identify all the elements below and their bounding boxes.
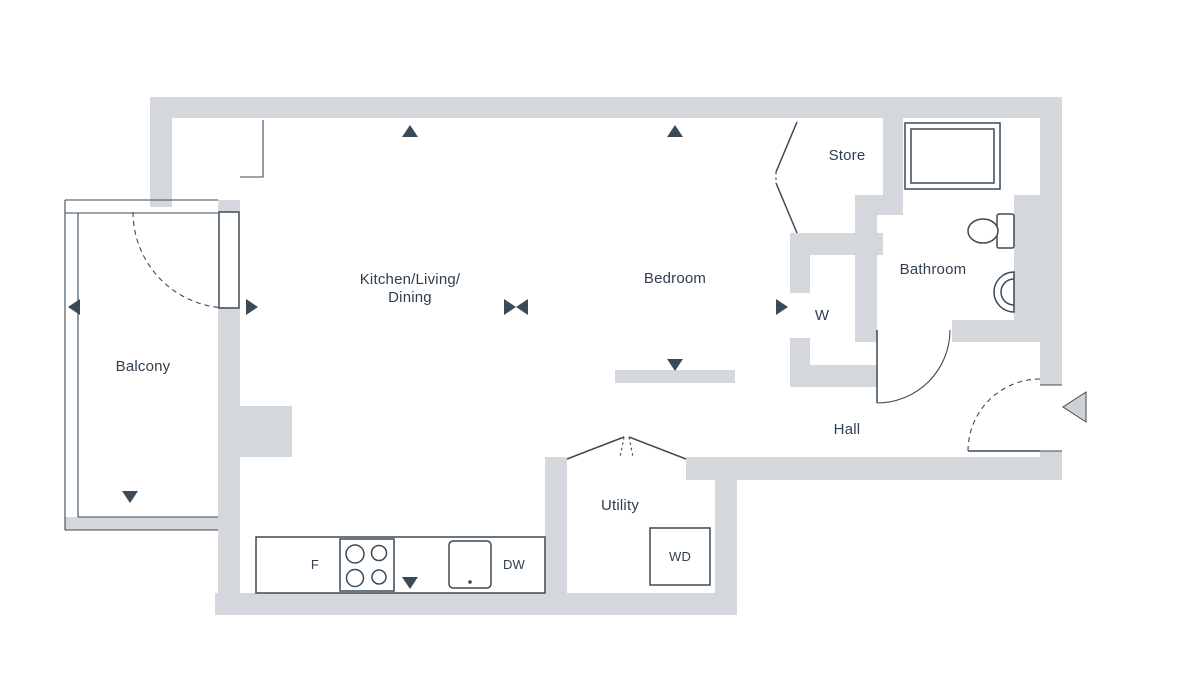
fixtures-layer — [255, 122, 1015, 594]
wall-right-upper — [1040, 97, 1062, 385]
doors-layer — [132, 121, 1062, 460]
store-bifold-door-leaves — [775, 121, 798, 234]
room-label-utility: Utility — [601, 497, 639, 514]
entry-door-jambs — [1040, 384, 1062, 452]
toilet-cistern — [996, 213, 1015, 249]
wall-balcony-bottom-band — [65, 517, 218, 530]
entry-arrow-icon — [1062, 391, 1087, 423]
window-marker-icon-top-kitchen — [402, 125, 418, 137]
window-marker-icon-balcony-door — [246, 299, 258, 315]
window-markers — [68, 125, 1087, 589]
hob-burner — [371, 569, 387, 585]
appliance-label-dishwasher: DW — [503, 557, 526, 572]
basin-icon — [993, 271, 1015, 313]
window-marker-icon-balcony-left — [68, 299, 80, 315]
dishwasher-outline — [448, 540, 492, 589]
balcony-outline — [64, 120, 264, 531]
toilet-bowl — [967, 218, 999, 244]
basin-outer — [993, 271, 1015, 313]
room-label-kitchen-line1: Kitchen/Living/ — [360, 271, 461, 288]
utility-double-door-leaves — [566, 436, 687, 460]
window-marker-icon-kitchen-center-right — [504, 299, 516, 315]
room-label-balcony: Balcony — [116, 358, 171, 375]
shower-icon — [904, 122, 1001, 190]
room-label-hall: Hall — [834, 421, 861, 438]
window-marker-icon-kitchen-counter — [402, 577, 418, 589]
room-label-bedroom: Bedroom — [644, 270, 706, 287]
bathroom-door-swing-arc — [876, 329, 951, 404]
wall-bathroom-service-strip — [1014, 195, 1040, 320]
window-marker-icon-kitchen-center-left — [516, 299, 528, 315]
wall-west-upper-stub — [218, 200, 240, 212]
appliance-label-washer-dryer: WD — [669, 549, 691, 564]
hob-frame — [339, 538, 395, 592]
hob-burner — [345, 544, 365, 564]
wall-hall-bottom — [737, 457, 1062, 480]
wall-utility-top-right — [686, 457, 737, 480]
window-marker-icon-top-bedroom — [667, 125, 683, 137]
wall-utility-right — [715, 457, 737, 615]
kitchen-corner-step-line — [240, 120, 264, 178]
basin-inner — [1000, 278, 1015, 306]
hob-icon — [339, 538, 395, 592]
window-marker-icon-balcony-bottom — [122, 491, 138, 503]
room-label-kitchen-line2: Dining — [388, 289, 432, 306]
hob-burner — [370, 544, 388, 562]
wall-wardrobe-left-upper — [790, 255, 810, 293]
window-marker-icon-bedroom-stub — [667, 359, 683, 371]
balcony-balustrade-lines — [64, 199, 218, 531]
dishwasher-icon — [448, 540, 492, 589]
shower-tray-outer — [904, 122, 1001, 190]
kitchen-counter — [255, 536, 546, 594]
utility-door-swing-ticks — [619, 436, 634, 458]
wall-top — [150, 97, 1062, 118]
wall-bathroom-bottom-right — [952, 320, 1040, 342]
room-label-wardrobe: W — [815, 307, 830, 324]
entry-door-swing-arc — [967, 378, 1041, 452]
wall-wardrobe-bottom — [790, 365, 877, 387]
wall-store-shower-divider — [883, 118, 903, 215]
dishwasher-knob — [468, 580, 472, 584]
window-marker-icon-wardrobe — [776, 299, 788, 315]
toilet-icon — [967, 213, 1015, 249]
washer-dryer-icon — [649, 527, 711, 586]
wall-bathroom-left — [855, 195, 877, 342]
hob-burner — [345, 568, 365, 588]
appliance-label-fridge: F — [311, 557, 319, 572]
labels-layer: Kitchen/Living/ Dining Bedroom Balcony S… — [116, 147, 967, 572]
room-label-store: Store — [829, 147, 866, 164]
walls-layer — [65, 97, 1062, 615]
wall-bedroom-stub — [615, 370, 735, 383]
shower-tray-inner — [910, 128, 995, 184]
room-label-bathroom: Bathroom — [900, 261, 967, 278]
balcony-door-leaf — [218, 211, 240, 309]
wall-utility-left — [545, 457, 567, 615]
wall-west-step-block — [218, 406, 292, 457]
balcony-door-swing-arc — [132, 211, 230, 309]
wall-top-left-vertical — [150, 97, 172, 207]
wall-bottom — [215, 593, 737, 615]
wall-wardrobe-left-lower — [790, 338, 810, 365]
